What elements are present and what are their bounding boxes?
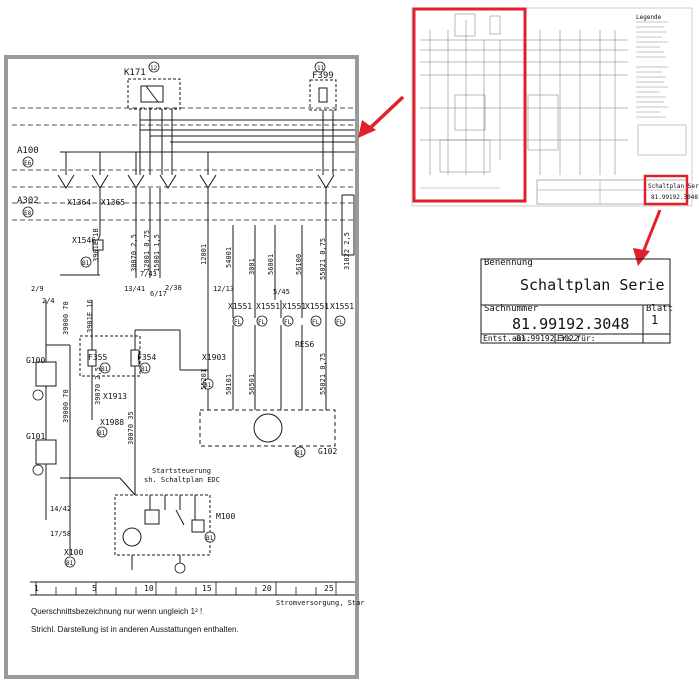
wire-label-8: 56100 (295, 253, 303, 275)
bubble-b1-m100: B1 (206, 535, 214, 542)
wire-label-12: 55021 0,75 (319, 237, 327, 280)
ref-13-41: 13/41 (124, 285, 146, 293)
wire-label-18: 30070 35 (127, 411, 135, 445)
wire-label-14: 31022 2,5 (343, 232, 351, 270)
overview-mini-number: 81.99192.3048 (651, 194, 698, 201)
scale-tick-5: 5 (92, 584, 97, 593)
f354-label: F354 (137, 353, 157, 362)
reference-bubbles (22, 61, 346, 574)
x1551-label-2: X1551 (256, 302, 281, 311)
note-cross-section: Querschnittsbezeichnung nur wenn ungleic… (31, 607, 203, 616)
bubble-11: 11 (317, 65, 325, 72)
starter-note-line2: sh. Schaltplan EDC (144, 476, 220, 484)
bubble-e6: E6 (24, 160, 32, 167)
m100-label: M100 (216, 512, 236, 521)
x1364-label: X1364 (67, 198, 92, 207)
bubble-b1-f354: B1 (141, 366, 149, 373)
bubble-b1-x1546: B1 (82, 260, 90, 267)
wire-label-0: 3901E 1B (92, 228, 100, 262)
wire-label-13: 55021 0,75 (319, 352, 327, 395)
arrow-heads (358, 120, 650, 266)
scale-tick-15: 15 (202, 584, 212, 593)
bubble-e8: E8 (24, 210, 32, 217)
f399-label: F399 (312, 71, 334, 81)
bubble-b1-x1988: B1 (98, 430, 106, 437)
x1551-label-3: X1551 (282, 302, 307, 311)
scale-tick-20: 20 (262, 584, 272, 593)
ref-2-4: 2/4 (42, 297, 55, 305)
highlight-overlays (366, 7, 689, 256)
k171-label: K171 (124, 68, 146, 78)
bubble-12: 12 (150, 65, 158, 72)
title-block-frame (480, 258, 671, 344)
wire-label-7: 56001 (267, 253, 275, 275)
ref-2-38: 2/38 (165, 284, 182, 292)
g101-label: G101 (26, 432, 46, 441)
bubble-fl-1: FL (234, 319, 242, 326)
wire-label-3: 15001 1,5 (153, 234, 161, 272)
x1903-label: X1903 (202, 353, 227, 362)
detail-panel (4, 55, 359, 679)
entst-value: 81.99192.3022 (516, 334, 579, 343)
x1551-label-4: X1551 (305, 302, 330, 311)
overview-legend-title: Legende (636, 14, 662, 21)
wire-label-9: 50101 (225, 373, 233, 395)
x1546-label: X1546 (72, 236, 97, 245)
title-block-number: 81.99192.3048 (512, 315, 630, 333)
g100-label: G100 (26, 356, 46, 365)
wire-label-5: 54001 (225, 246, 233, 268)
bubble-b1-f355: B1 (101, 366, 109, 373)
bubble-b1-x1903: B1 (204, 382, 212, 389)
scale-tick-10: 10 (144, 584, 154, 593)
res6-label: RES6 (295, 340, 315, 349)
wire-label-4: 12001 (200, 243, 208, 265)
footer-caption: Stromversorgung, Star (276, 599, 365, 607)
blatt-value: 1 (651, 313, 659, 327)
g102-label: G102 (318, 447, 338, 456)
x1551-label-1: X1551 (228, 302, 253, 311)
wire-label-16b: 39000 70 (62, 389, 70, 423)
note-dashed-lines: Strichl. Darstellung ist in anderen Auss… (31, 625, 239, 634)
x100-label: X100 (64, 548, 84, 557)
wire-label-2: 12001 0,75 (143, 229, 151, 272)
bubble-fl-3: FL (284, 319, 292, 326)
benennung-label: Benennung (484, 258, 533, 268)
f355-label: F355 (88, 353, 108, 362)
ref-14-42: 14/42 (50, 505, 72, 513)
bubble-b1-x100: B1 (66, 560, 74, 567)
title-block-title: Schaltplan Serie (520, 276, 665, 294)
scale-tick-1: 1 (34, 584, 39, 593)
sachnummer-label: Sachnummer (484, 304, 539, 314)
ref-7-43: 7/43 (140, 270, 157, 278)
x1551-label-5: X1551 (330, 302, 355, 311)
bubble-fl-2: FL (258, 319, 266, 326)
x1988-label: X1988 (100, 418, 125, 427)
ers-label: Ers.für: (557, 334, 596, 343)
starter-note-line1: Startsteuerung (152, 467, 212, 475)
ref-2-9: 2/9 (31, 285, 44, 293)
rail-a100: A100 (17, 146, 39, 156)
ref-5-45: 5/45 (273, 288, 290, 296)
ref-6-17: 6/17 (150, 290, 167, 298)
wire-label-16: 39000 70 (62, 301, 70, 335)
bubble-fl-5: FL (336, 319, 344, 326)
ref-12-13: 12/13 (213, 285, 235, 293)
entst-label: Entst.aus: (483, 334, 532, 343)
bubble-b1-g102: B1 (296, 450, 304, 457)
wire-label-1: 30070 2,5 (130, 234, 138, 272)
blatt-label: Blatt (646, 304, 674, 314)
bubble-fl-4: FL (312, 319, 320, 326)
ref-17-58: 17/58 (50, 530, 72, 538)
scale-tick-25: 25 (324, 584, 334, 593)
x1913-label: X1913 (103, 392, 128, 401)
x1365-label: X1365 (101, 198, 126, 207)
wire-label-10: 56501 (248, 373, 256, 395)
rail-a302: A302 (17, 196, 39, 206)
wire-label-15: 3901E 16 (86, 299, 94, 333)
overview-mini-title: Schaltplan Serie (648, 183, 699, 190)
wire-label-6: 3001 (248, 258, 256, 275)
